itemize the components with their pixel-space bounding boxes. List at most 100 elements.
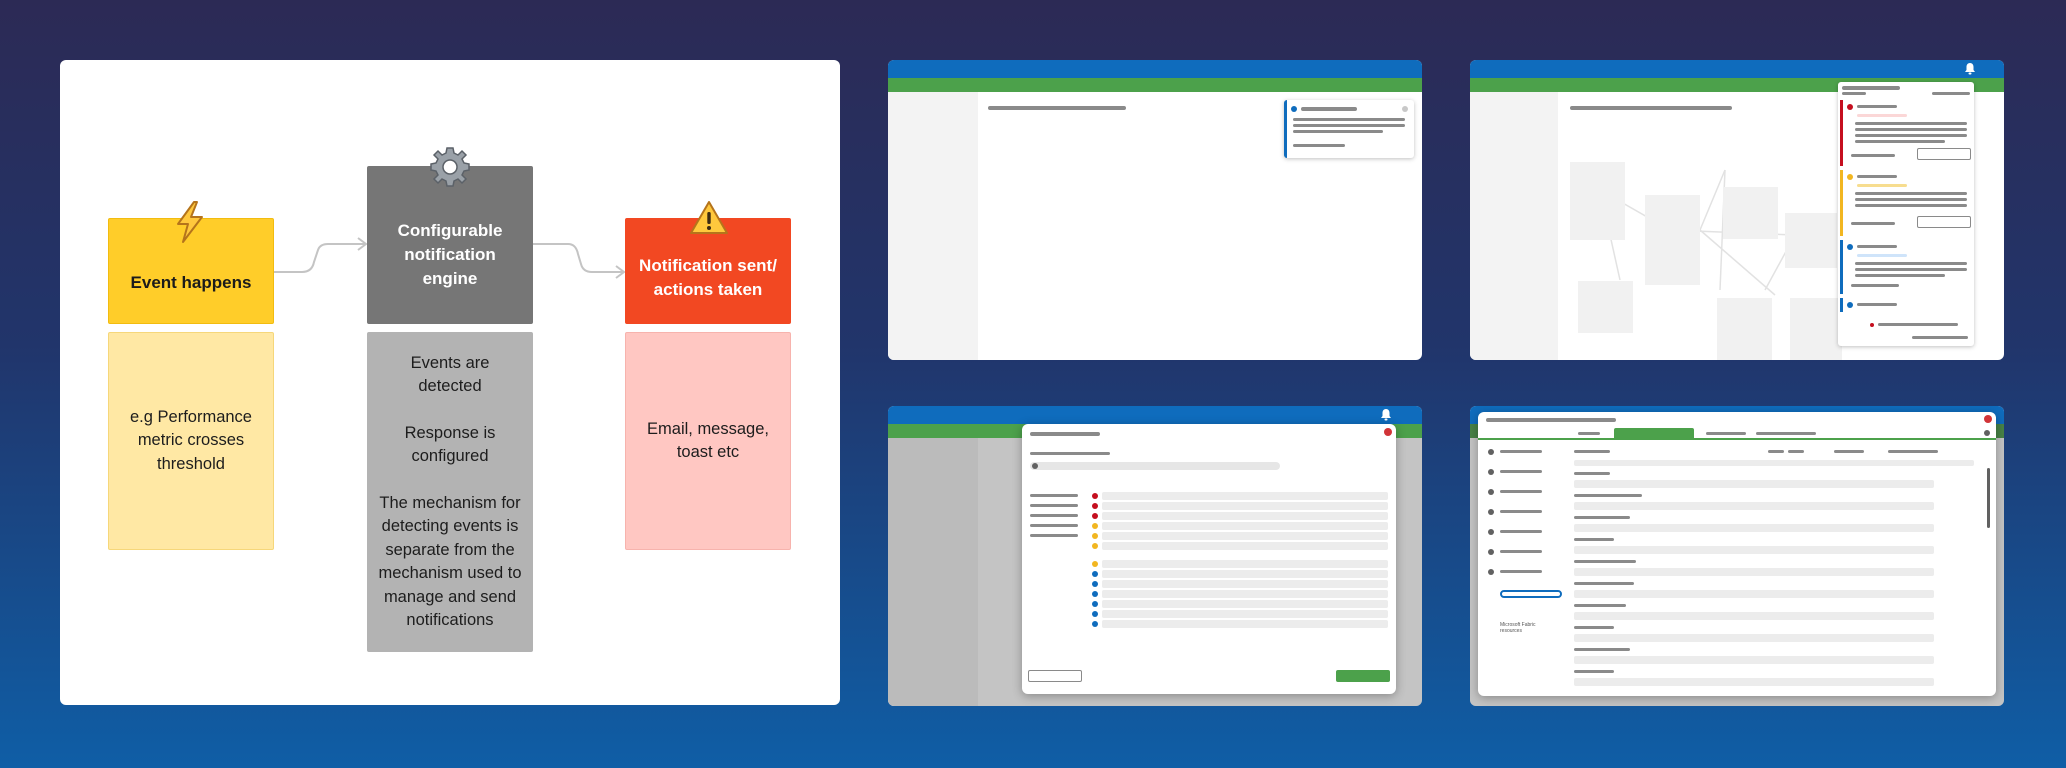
severity-row[interactable] [1102, 502, 1388, 510]
severity-icon [1092, 611, 1098, 617]
row-label [1574, 648, 1630, 651]
row-field[interactable] [1574, 524, 1934, 532]
admin-dialog: Microsoft Fabric resources [1478, 412, 1996, 696]
nav-item[interactable] [1500, 490, 1542, 493]
nav-item[interactable] [1500, 470, 1542, 473]
severity-row[interactable] [1102, 590, 1388, 598]
nav-icon [1488, 469, 1494, 475]
lineage-graph [1570, 162, 1842, 360]
severity-icon [1092, 621, 1098, 627]
severity-icon [1092, 513, 1098, 519]
step-detail-text: Email, message, toast etc [647, 419, 769, 462]
save-button[interactable] [1336, 670, 1390, 682]
notification-card-warning[interactable] [1840, 170, 1972, 236]
severity-row[interactable] [1102, 580, 1388, 588]
notification-card-error[interactable] [1840, 100, 1972, 166]
app-sidebar [888, 92, 978, 360]
action-button[interactable] [1917, 148, 1971, 160]
step-detail-text: e.g Performance metric crosses threshold [130, 407, 252, 473]
row-label [1574, 560, 1636, 563]
severity-row[interactable] [1102, 560, 1388, 568]
info-icon [1291, 106, 1297, 112]
nav-item[interactable] [1500, 510, 1542, 513]
row-label [1574, 604, 1626, 607]
severity-row[interactable] [1102, 522, 1388, 530]
warning-icon [1847, 174, 1853, 180]
severity-row[interactable] [1102, 512, 1388, 520]
app-header-bar [888, 60, 1422, 78]
row-field[interactable] [1574, 612, 1934, 620]
nav-item[interactable] [1500, 450, 1542, 453]
step-sent-detail: Email, message, toast etc [625, 332, 791, 550]
step-notification-engine: Configurable notification engine [367, 166, 533, 324]
screenshot-notification-panel [1470, 60, 2004, 360]
app-nav-bar [888, 78, 1422, 92]
row-field[interactable] [1574, 656, 1934, 664]
row-field[interactable] [1574, 678, 1934, 686]
slider-track[interactable] [1030, 462, 1280, 470]
close-icon[interactable] [1984, 415, 1992, 423]
severity-icon [1092, 601, 1098, 607]
nav-icon [1488, 489, 1494, 495]
row-field[interactable] [1574, 634, 1934, 642]
step-heading: Configurable notification engine [397, 221, 503, 288]
row-label [1574, 538, 1614, 541]
screenshot-toast-notification [888, 60, 1422, 360]
step-heading: Notification sent/ actions taken [639, 256, 777, 299]
notification-flow-diagram: Event happens e.g Performance metric cro… [60, 60, 840, 705]
engine-detail-mechanism: The mechanism for detecting events is se… [378, 493, 522, 630]
connector-arrow-2 [533, 243, 624, 273]
screenshot-notification-settings-dialog [888, 406, 1422, 706]
connector-arrow-2-head [615, 265, 626, 279]
engine-detail-detected: Events are detected [410, 353, 490, 396]
info-icon [1847, 244, 1853, 250]
row-field[interactable] [1574, 502, 1934, 510]
close-icon[interactable] [1402, 106, 1408, 112]
notification-card-info[interactable] [1840, 240, 1972, 294]
severity-row[interactable] [1102, 620, 1388, 628]
bell-icon[interactable] [1380, 408, 1392, 421]
severity-icon [1092, 533, 1098, 539]
engine-detail-configured: Response is configured [404, 423, 496, 466]
nav-item[interactable] [1500, 530, 1542, 533]
cancel-button[interactable] [1028, 670, 1082, 682]
scrollbar[interactable] [1987, 468, 1990, 528]
severity-row[interactable] [1102, 600, 1388, 608]
row-field[interactable] [1574, 480, 1934, 488]
search-bar[interactable] [1574, 460, 1974, 466]
severity-icon [1092, 561, 1098, 567]
app-sidebar [888, 438, 978, 706]
bell-icon[interactable] [1964, 62, 1976, 75]
close-icon[interactable] [1384, 428, 1392, 436]
sidebar-item-selected[interactable] [1500, 590, 1562, 598]
severity-row[interactable] [1102, 532, 1388, 540]
notification-card-info[interactable] [1840, 298, 1972, 312]
severity-icon [1092, 571, 1098, 577]
nav-item[interactable] [1500, 570, 1542, 573]
row-field[interactable] [1574, 568, 1934, 576]
page-title-placeholder [1570, 106, 1732, 110]
nav-icon [1488, 449, 1494, 455]
severity-row[interactable] [1102, 610, 1388, 618]
app-header-bar [888, 406, 1422, 424]
tab-active[interactable] [1614, 428, 1694, 440]
severity-icon [1092, 581, 1098, 587]
row-field[interactable] [1574, 590, 1934, 598]
row-label [1574, 626, 1614, 629]
row-label [1574, 670, 1614, 673]
nav-icon [1488, 549, 1494, 555]
connector-arrow-1-head [357, 237, 368, 251]
fabric-resources-label: Microsoft Fabric resources [1500, 622, 1536, 634]
warning-icon [690, 201, 728, 234]
severity-icon [1092, 591, 1098, 597]
action-button[interactable] [1917, 216, 1971, 228]
severity-row[interactable] [1102, 492, 1388, 500]
severity-row[interactable] [1102, 542, 1388, 550]
settings-icon[interactable] [1984, 430, 1990, 436]
severity-row[interactable] [1102, 570, 1388, 578]
row-label [1574, 494, 1642, 497]
app-sidebar [1470, 92, 1558, 360]
step-event-detail: e.g Performance metric crosses threshold [108, 332, 274, 550]
row-field[interactable] [1574, 546, 1934, 554]
nav-item[interactable] [1500, 550, 1542, 553]
